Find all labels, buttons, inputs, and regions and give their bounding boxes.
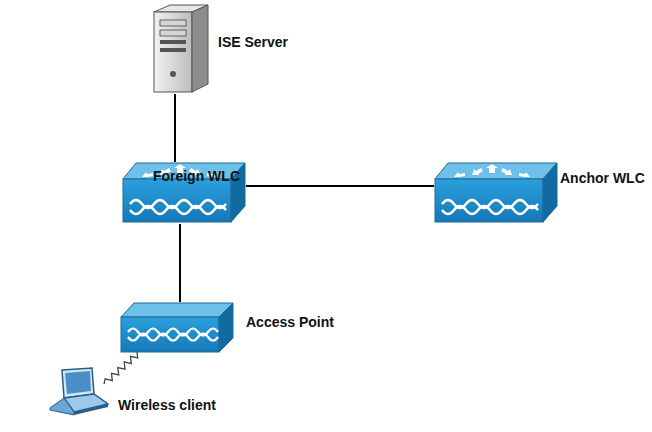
network-link <box>175 94 176 162</box>
laptop-icon <box>48 368 110 416</box>
device-label: Foreign WLC <box>153 168 240 184</box>
link-line <box>104 350 142 384</box>
wireless-link <box>104 350 142 384</box>
device-label: Anchor WLC <box>560 170 645 186</box>
controller-node: Anchor WLC <box>434 162 558 224</box>
controller-node: Foreign WLC <box>122 162 246 224</box>
device-label: ISE Server <box>218 34 288 50</box>
access-point-icon <box>120 302 234 354</box>
link-line <box>179 224 181 302</box>
network-link <box>180 224 181 302</box>
server-node: ISE Server <box>148 4 210 94</box>
device-label: Access Point <box>246 314 334 330</box>
link-line <box>246 185 434 187</box>
device-label: Wireless client <box>118 397 216 413</box>
link-line <box>174 94 176 162</box>
wlc-icon <box>434 162 558 224</box>
server-icon <box>148 4 210 94</box>
network-link <box>246 186 434 187</box>
access-point-node: Access Point <box>120 302 234 354</box>
client-node: Wireless client <box>48 368 110 416</box>
